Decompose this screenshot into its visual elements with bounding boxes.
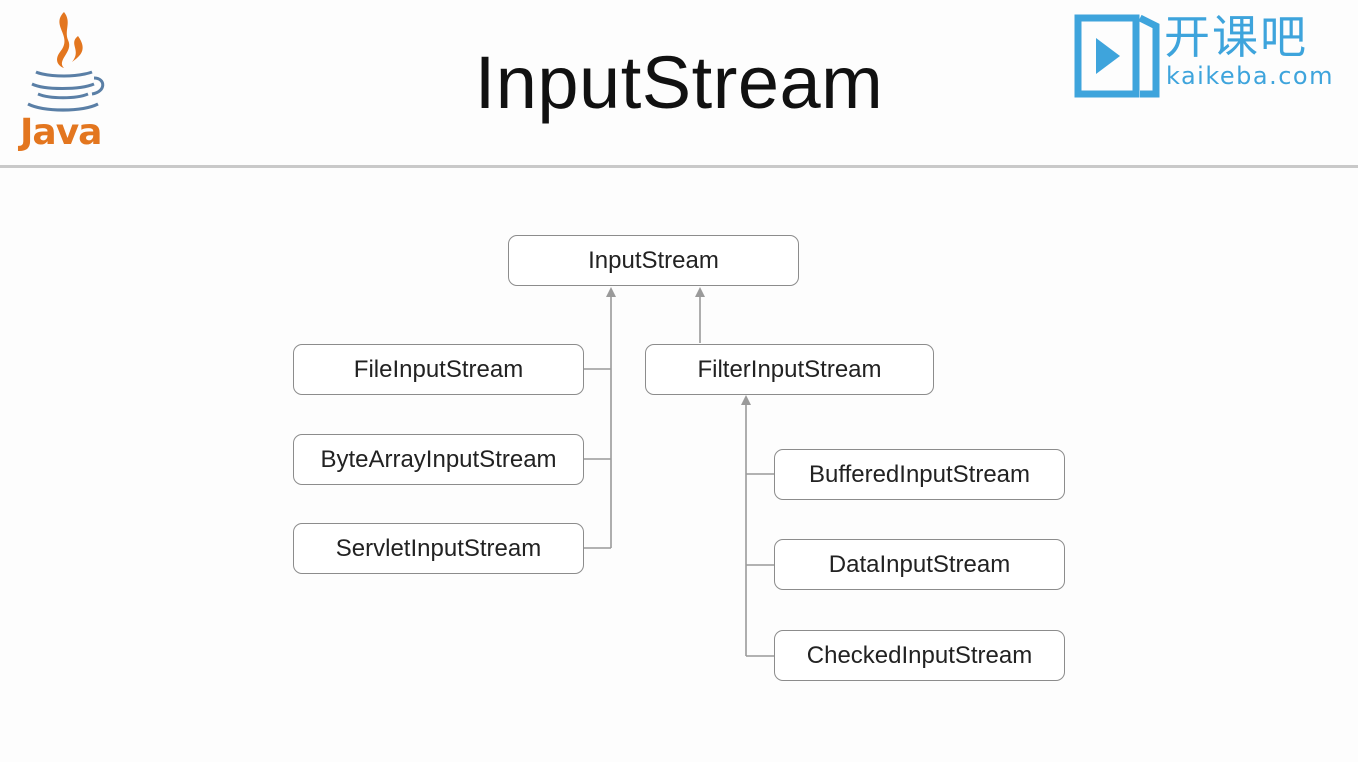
kaikeba-play-icon [1074,14,1160,98]
node-filterinputstream: FilterInputStream [645,344,934,395]
node-fileinputstream: FileInputStream [293,344,584,395]
java-wordmark: Java [20,112,102,153]
node-bufferedinputstream: BufferedInputStream [774,449,1065,500]
java-logo-icon [27,12,105,112]
node-bytearrayinputstream: ByteArrayInputStream [293,434,584,485]
brand-name-en: kaikeba.com [1166,62,1334,90]
header-divider [0,165,1358,168]
node-servletinputstream: ServletInputStream [293,523,584,574]
brand-name-cn: 开课吧 [1164,10,1308,64]
node-inputstream: InputStream [508,235,799,286]
slide-title: InputStream [474,41,884,124]
node-checkedinputstream: CheckedInputStream [774,630,1065,681]
node-datainputstream: DataInputStream [774,539,1065,590]
